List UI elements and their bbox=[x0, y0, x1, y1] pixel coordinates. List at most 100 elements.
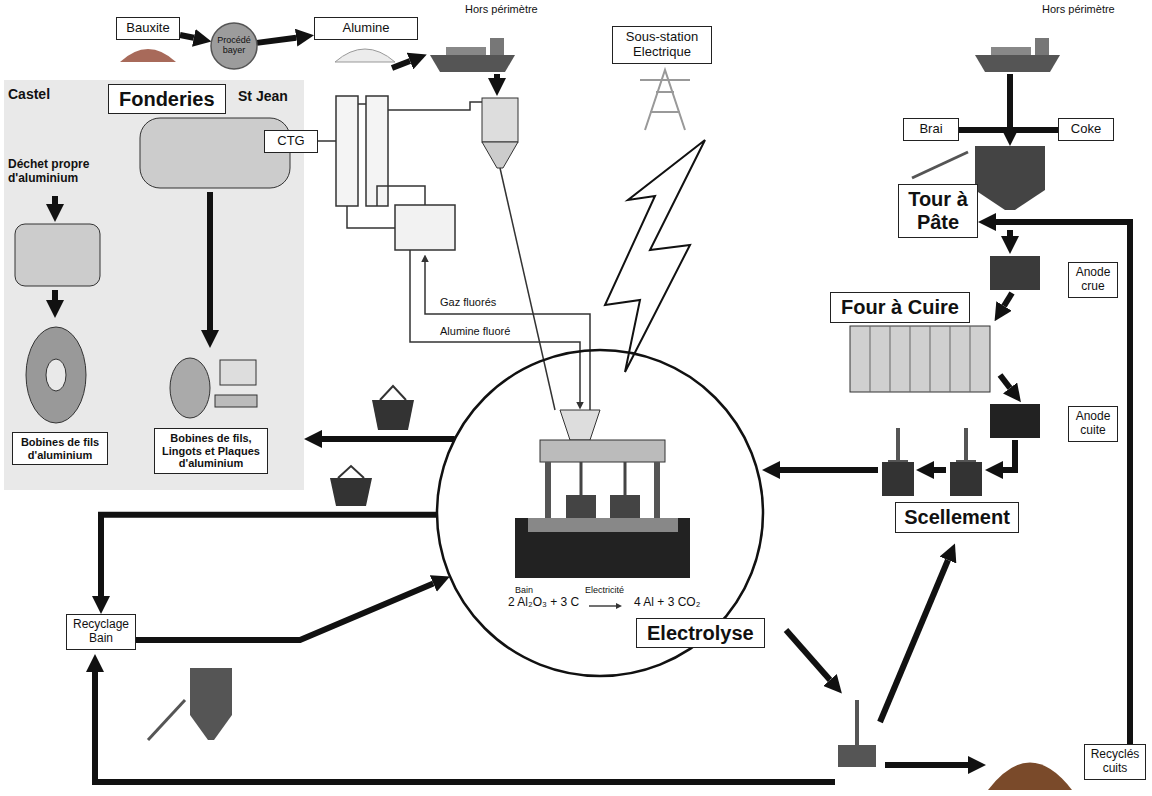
st-jean-foundry bbox=[140, 118, 294, 418]
anode-block bbox=[950, 462, 982, 496]
process-box: Recyclage Bain bbox=[66, 614, 136, 650]
cell-anode bbox=[566, 495, 596, 519]
recycled-pile bbox=[988, 763, 1072, 791]
plate bbox=[220, 360, 256, 385]
electrolysis-cell bbox=[515, 410, 690, 578]
flow-arrow bbox=[180, 35, 194, 38]
flow-arrow bbox=[1007, 74, 1013, 128]
label: Electricité bbox=[585, 585, 624, 595]
node-text: Recyclés cuits bbox=[1089, 748, 1141, 776]
substation-box: Sous-station Electrique bbox=[612, 26, 712, 64]
alumina-pile bbox=[335, 49, 395, 62]
anode-rod bbox=[855, 700, 859, 745]
ship-deck bbox=[446, 47, 486, 55]
conveyor bbox=[148, 700, 185, 740]
flow-arrow bbox=[780, 467, 878, 473]
filter-unit bbox=[395, 205, 455, 250]
flow-arrow bbox=[101, 515, 437, 596]
coil-core bbox=[46, 359, 66, 391]
ladle-handle bbox=[338, 466, 364, 478]
anode-butt bbox=[838, 700, 876, 767]
castel-foundry bbox=[15, 224, 100, 423]
label: Bain bbox=[515, 585, 533, 595]
process-box: Four à Cuire bbox=[830, 292, 970, 323]
flow-arrow bbox=[52, 196, 58, 204]
label-text: Alumine fluoré bbox=[440, 325, 510, 338]
ship-hull bbox=[975, 55, 1060, 72]
fluorinated-alumina-line bbox=[410, 250, 580, 402]
label-text: 2 Al₂O₃ + 3 C bbox=[508, 596, 579, 610]
plant-box: CTG bbox=[264, 130, 318, 153]
node-text: Coke bbox=[1063, 122, 1109, 137]
rodded-anode bbox=[950, 428, 982, 496]
label-text: Castel bbox=[8, 86, 50, 102]
flow-arrow bbox=[885, 762, 968, 768]
bath-recycling-unit bbox=[148, 668, 232, 740]
anode-rod bbox=[581, 462, 625, 495]
hopper bbox=[190, 668, 232, 740]
flow-arrow bbox=[786, 630, 830, 680]
anode-rod bbox=[956, 428, 976, 462]
anode-block bbox=[882, 462, 914, 496]
silo-body bbox=[482, 98, 518, 142]
flow-arrow bbox=[136, 584, 433, 640]
flow-arrow bbox=[322, 436, 455, 442]
material-box: Brai bbox=[903, 118, 959, 141]
label: 2 Al₂O₃ + 3 C bbox=[508, 596, 579, 610]
ctg-plant bbox=[318, 96, 482, 250]
product-box: Anode cuite bbox=[1068, 406, 1118, 442]
wire-coil bbox=[170, 358, 210, 418]
label: Hors périmètre bbox=[465, 3, 538, 16]
flow-arrow bbox=[257, 38, 296, 43]
ship-bridge bbox=[1035, 38, 1049, 55]
process-box: Scellement bbox=[895, 502, 1019, 533]
flow-arrow bbox=[1003, 440, 1015, 470]
label-text: Hors périmètre bbox=[1042, 3, 1115, 16]
ingot bbox=[215, 395, 257, 407]
alumina-silo bbox=[482, 98, 518, 168]
label-text: Hors périmètre bbox=[465, 3, 538, 16]
lightning-bolt bbox=[605, 140, 705, 372]
label: 4 Al + 3 CO₂ bbox=[634, 596, 700, 610]
reaction-arrow bbox=[589, 605, 616, 606]
label-text: Bain bbox=[515, 585, 533, 595]
material-box: Coke bbox=[1058, 118, 1114, 141]
ladle-body bbox=[372, 400, 414, 430]
ladle bbox=[372, 386, 414, 430]
furnace bbox=[15, 224, 100, 286]
flow-arrow bbox=[392, 61, 410, 68]
node-text: Anode crue bbox=[1073, 266, 1113, 294]
flow-arrow bbox=[1007, 230, 1013, 236]
baked-anode bbox=[990, 404, 1040, 438]
label: St Jean bbox=[238, 88, 288, 104]
node-text: Scellement bbox=[900, 506, 1014, 529]
process-circle: Procédé bayer bbox=[209, 21, 259, 71]
node-text: Alumine bbox=[319, 21, 413, 36]
conveyor bbox=[912, 152, 968, 178]
foundry-panel bbox=[4, 80, 304, 490]
flow-arrow bbox=[1004, 293, 1012, 306]
node-text: Electrolyse bbox=[636, 618, 765, 648]
green-anode bbox=[990, 256, 1040, 290]
product-box: Recyclés cuits bbox=[1084, 744, 1146, 780]
ship bbox=[975, 38, 1060, 72]
label-text: Electricité bbox=[585, 585, 624, 595]
cell-pot bbox=[515, 518, 690, 578]
ladle-handle bbox=[380, 386, 406, 400]
cell-feeder bbox=[560, 410, 600, 440]
cell-anode bbox=[610, 495, 640, 519]
ship-hull bbox=[430, 55, 515, 72]
bauxite-pile bbox=[120, 49, 176, 62]
label: Déchet propre d'aluminium bbox=[8, 158, 108, 186]
ladle bbox=[330, 466, 372, 506]
node-text: CTG bbox=[269, 134, 313, 149]
flow-arrow bbox=[996, 222, 1130, 744]
furnace bbox=[140, 118, 290, 188]
label: Hors périmètre bbox=[1042, 3, 1115, 16]
flow-arrow bbox=[1000, 375, 1010, 388]
product-box: Bobines de fils, Lingots et Plaques d'al… bbox=[154, 428, 268, 474]
rodded-anode bbox=[882, 428, 914, 496]
cell-bath bbox=[528, 518, 678, 532]
butt-block bbox=[838, 745, 876, 767]
